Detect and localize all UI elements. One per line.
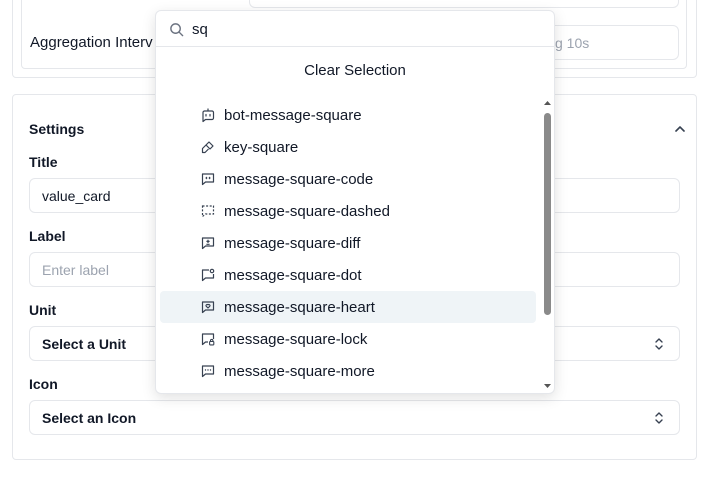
message-square-code-icon	[201, 173, 215, 186]
label-placeholder: Enter label	[42, 261, 109, 278]
message-square-diff-icon	[201, 237, 215, 250]
aggregation-top-field[interactable]	[249, 0, 679, 8]
icon-option-label: message-square-more	[224, 362, 375, 380]
unit-label: Unit	[29, 302, 57, 318]
icon-option-label: message-square-diff	[224, 234, 361, 252]
search-icon	[170, 23, 184, 37]
key-square-icon	[201, 141, 214, 154]
chevron-up-icon[interactable]	[674, 124, 686, 134]
clear-selection-button[interactable]: Clear Selection	[304, 62, 406, 79]
message-square-heart-icon	[201, 301, 215, 314]
icon-option-label: message-square-heart	[224, 298, 375, 316]
message-square-lock-icon	[201, 333, 215, 346]
icon-select[interactable]: Select an Icon	[29, 400, 680, 435]
icon-option[interactable]: message-square-lock	[160, 323, 536, 355]
title-label: Title	[29, 154, 58, 170]
icon-option-label: message-square-lock	[224, 330, 368, 348]
icon-option[interactable]: message-square-dot	[160, 259, 536, 291]
icon-option-label: key-square	[224, 138, 299, 156]
settings-heading: Settings	[29, 121, 85, 137]
icon-search-input[interactable]	[192, 19, 532, 39]
scrollbar-thumb[interactable]	[544, 113, 551, 315]
icon-label: Icon	[29, 376, 58, 392]
icon-option-label: message-square-code	[224, 170, 374, 188]
icon-option[interactable]: bot-message-square	[160, 99, 536, 131]
icon-option[interactable]: key-square	[160, 131, 536, 163]
chevrons-up-down-icon	[655, 411, 663, 424]
icon-option-list: bot-message-square key-square message-sq…	[160, 99, 536, 387]
aggregation-interval-placeholder: g 10s	[555, 34, 590, 51]
scroll-up-arrow-icon[interactable]	[543, 99, 552, 107]
icon-option[interactable]: message-square-dashed	[160, 195, 536, 227]
bot-message-square-icon	[202, 108, 215, 123]
icon-option-label: bot-message-square	[224, 106, 362, 124]
message-square-more-icon	[201, 365, 215, 378]
scroll-down-arrow-icon[interactable]	[543, 382, 552, 390]
message-square-dot-icon	[201, 268, 215, 282]
icon-picker-dropdown: Clear Selection bot-message-square key-s…	[155, 10, 555, 394]
icon-option-highlighted[interactable]: message-square-heart	[160, 291, 536, 323]
unit-select-value: Select a Unit	[42, 335, 127, 352]
message-square-dashed-icon	[201, 205, 215, 218]
label-label: Label	[29, 228, 66, 244]
title-value: value_card	[42, 187, 111, 204]
icon-option[interactable]: message-square-diff	[160, 227, 536, 259]
icon-search-row	[156, 11, 554, 47]
icon-option[interactable]: message-square-more	[160, 355, 536, 387]
icon-option[interactable]: message-square-code	[160, 163, 536, 195]
icon-option-label: message-square-dot	[224, 266, 362, 284]
icon-option-label: message-square-dashed	[224, 202, 390, 220]
aggregation-interval-label: Aggregation Interv	[30, 34, 153, 51]
chevrons-up-down-icon	[655, 337, 663, 350]
icon-select-value: Select an Icon	[42, 409, 137, 426]
icon-list-scrollbar[interactable]	[542, 99, 552, 391]
